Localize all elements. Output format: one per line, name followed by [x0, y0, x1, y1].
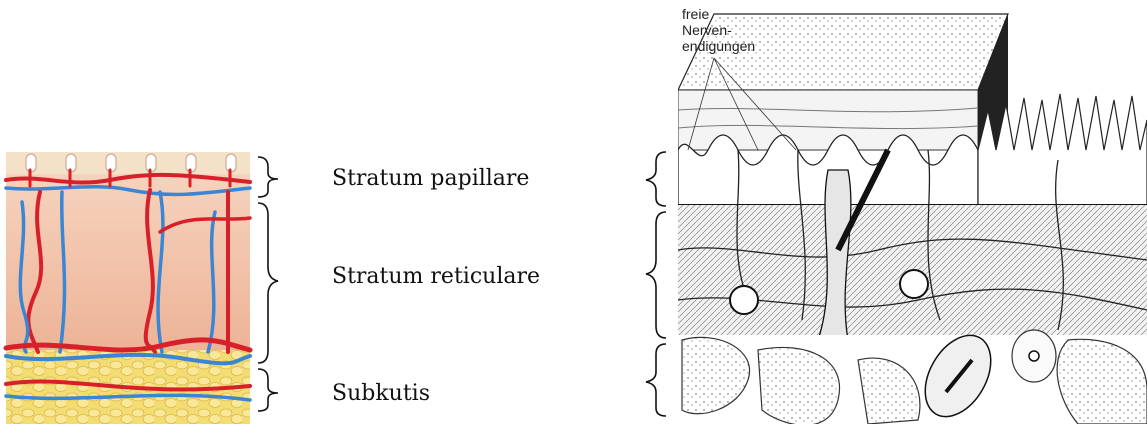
nerve-label-line-1: freie — [682, 6, 755, 22]
brace-subkutis-left — [258, 369, 278, 411]
left-braces — [256, 155, 286, 415]
skin-vessel-diagram — [0, 152, 256, 424]
label-stratum-reticulare: Stratum reticulare — [332, 264, 540, 289]
color-skin-illustration — [0, 152, 256, 424]
label-subkutis: Subkutis — [332, 381, 430, 406]
skin-cross-section-sketch — [678, 0, 1147, 424]
right-braces — [638, 150, 668, 420]
bw-skin-drawing: freie Nerven- endigungen — [678, 0, 1147, 424]
nerve-label-line-3: endigungen — [682, 38, 755, 54]
epidermis — [6, 152, 250, 174]
nerve-label-line-2: Nerven- — [682, 22, 755, 38]
brace-reticulare-left — [258, 203, 278, 363]
sweat-gland-2 — [900, 270, 928, 298]
label-free-nerve-endings: freie Nerven- endigungen — [682, 6, 755, 54]
label-stratum-papillare: Stratum papillare — [332, 166, 529, 191]
brace-subkutis-right — [646, 344, 666, 416]
brace-papillare-right — [646, 152, 666, 206]
sweat-gland-1 — [730, 286, 758, 314]
brace-papillare-left — [258, 157, 278, 197]
brace-reticulare-right — [646, 212, 666, 338]
